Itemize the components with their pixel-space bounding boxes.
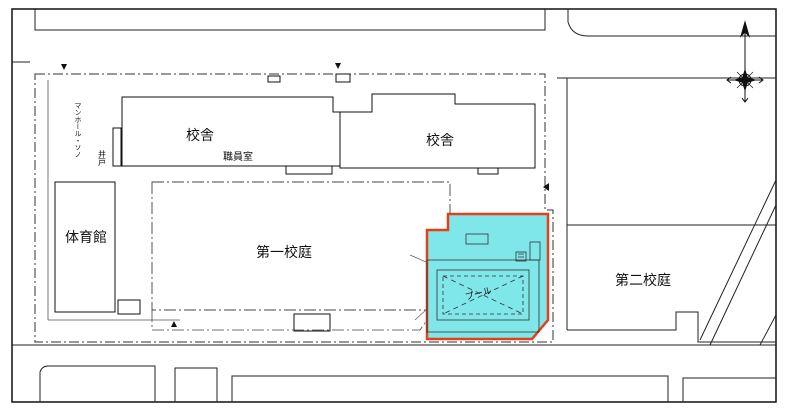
staff-room-label: 職員室 [223,150,253,163]
gymnasium-label: 体育館 [65,229,107,246]
pool-area [425,212,550,341]
second-courtyard-label: 第二校庭 [615,272,671,289]
first-courtyard-label: 第一校庭 [256,244,312,261]
vertical-note-label: マンホール・ソノ [74,102,82,158]
triangle-marker-icon [543,183,549,191]
triangle-marker-icon [335,63,341,69]
site-boundary [34,73,554,343]
east-building-label: 校舎 [426,132,454,149]
well-label: 井戸 [98,149,107,167]
west-building-label: 校舎 [186,127,214,144]
east-school-building [339,93,536,169]
map-frame [11,8,777,403]
inner-boundary [47,80,180,321]
east-roads [557,77,777,346]
triangle-marker-icon [171,321,177,327]
well-structure [112,127,122,167]
top-roads [12,9,776,63]
north-arrow-compass-icon [726,20,764,103]
triangle-marker-icon [61,64,67,70]
gymnasium-building [54,181,116,313]
bottom-roads [12,344,776,402]
pool-details [426,233,541,333]
buildings [54,73,536,332]
entrance-markers [61,63,549,327]
